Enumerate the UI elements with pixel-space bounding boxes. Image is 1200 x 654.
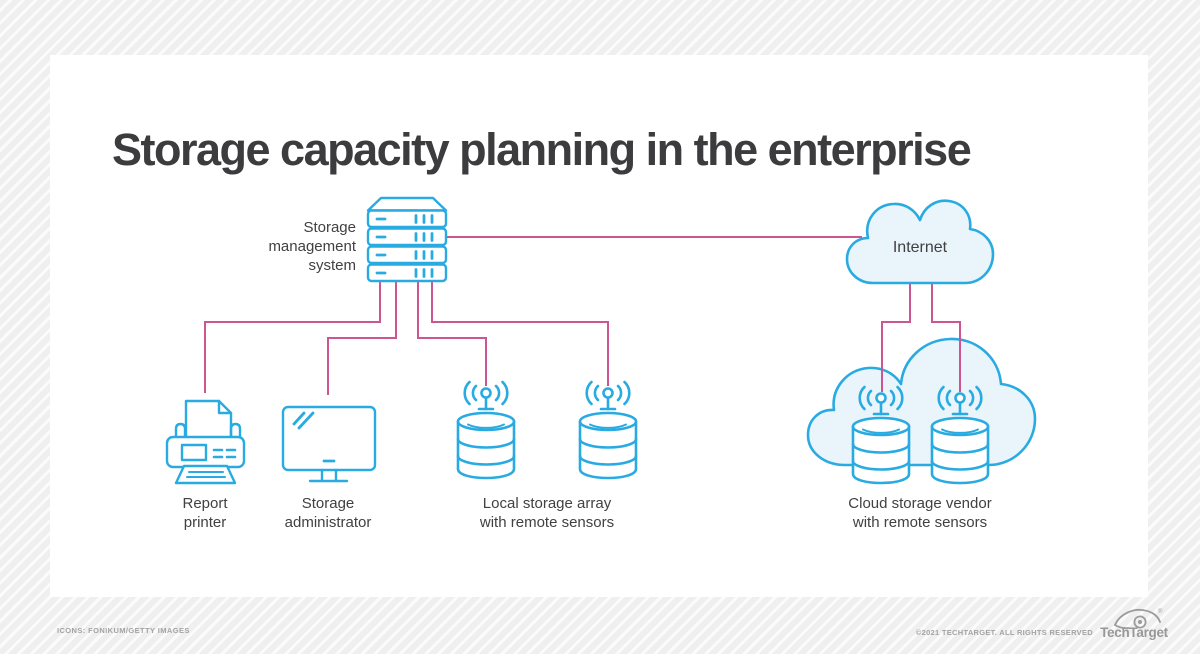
- copyright-text: ©2021 TECHTARGET. ALL RIGHTS RESERVED: [915, 628, 1093, 637]
- storage-administrator-label: Storage administrator: [284, 495, 372, 531]
- connector-server-local2: [431, 278, 609, 386]
- internet-cloud-icon: [845, 199, 995, 285]
- database-sensor-icon: [578, 380, 638, 480]
- storage-management-system-label: Storage management system: [268, 219, 356, 274]
- connector-server-printer: [204, 278, 381, 393]
- connector-internet-vendor2: [931, 276, 961, 392]
- page-title: Storage capacity planning in the enterpr…: [112, 124, 972, 176]
- connector-server-admin: [327, 278, 397, 395]
- cloud-storage-vendor-cloud-icon: [806, 337, 1037, 467]
- registered-mark: ®: [1158, 609, 1163, 615]
- internet-label: Internet: [892, 239, 948, 256]
- cloud-storage-vendor-label: Cloud storage vendor with remote sensors: [848, 495, 992, 531]
- icon-credits-text: ICONS: FONIKUM/GETTY IMAGES: [57, 626, 190, 635]
- content-card: [50, 55, 1148, 597]
- printer-icon: [165, 399, 246, 485]
- connector-internet-vendor1: [881, 276, 911, 392]
- techtarget-eye-icon: [1114, 608, 1161, 630]
- report-printer-label: Report printer: [182, 495, 228, 531]
- local-storage-array-label: Local storage array with remote sensors: [479, 495, 615, 531]
- techtarget-logo-text: TechTarget: [1100, 625, 1168, 640]
- connector-server-local1: [417, 278, 487, 386]
- server-stack-icon: [366, 196, 448, 283]
- monitor-icon: [281, 405, 377, 483]
- database-sensor-icon: [456, 380, 516, 480]
